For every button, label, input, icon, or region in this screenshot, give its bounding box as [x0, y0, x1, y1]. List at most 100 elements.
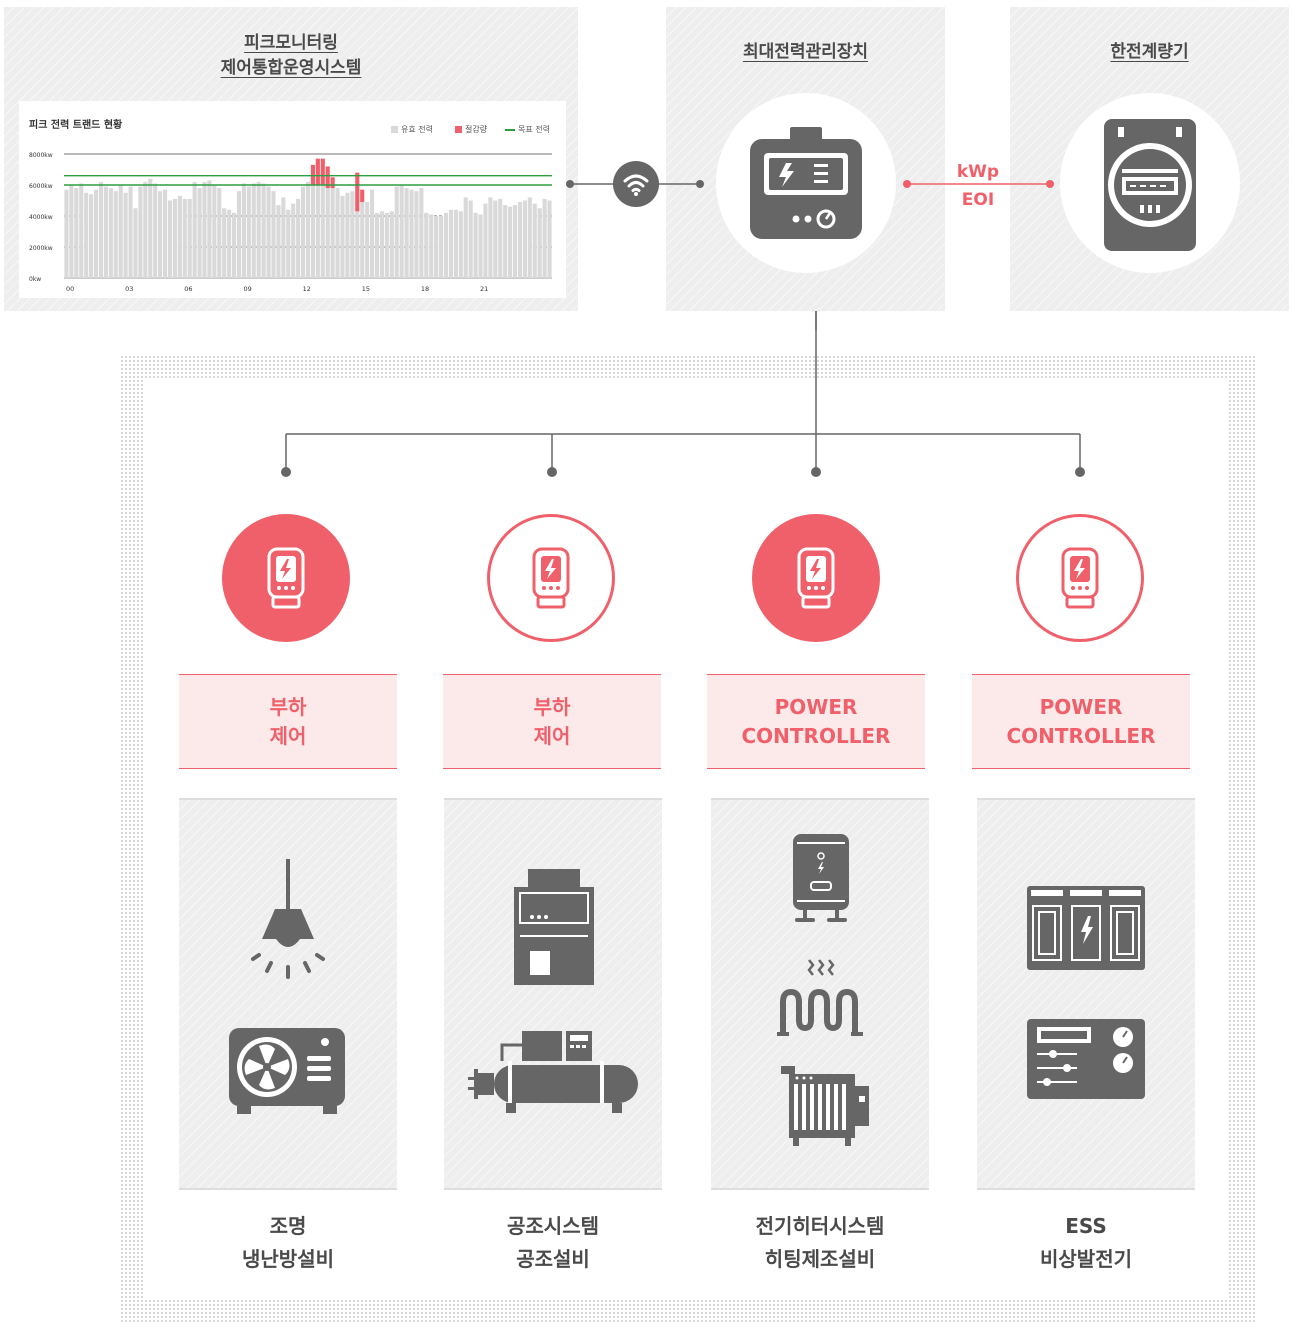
bar: [345, 192, 350, 278]
equipment-panel-4: [977, 798, 1195, 1190]
bar: [443, 212, 449, 278]
smart-plug-icon: [267, 547, 305, 609]
bar: [182, 198, 187, 278]
equipment-caption-3: 전기히터시스템 히팅제조설비: [690, 1210, 950, 1276]
control-label-4-line2: CONTROLLER: [1006, 724, 1156, 748]
bar: [148, 178, 153, 278]
control-label-4-line1: POWER: [1039, 695, 1123, 719]
bar: [315, 180, 320, 278]
bar: [384, 212, 389, 278]
legend-item-active-power: 유효 전력: [391, 124, 433, 135]
bar: [108, 188, 113, 278]
bar: [128, 186, 133, 278]
bar: [93, 189, 99, 278]
bar: [414, 191, 419, 278]
bar: [187, 198, 192, 278]
bar: [118, 185, 123, 278]
bar: [266, 186, 271, 278]
bar: [374, 212, 380, 278]
bar: [281, 197, 286, 278]
bar: [305, 181, 311, 278]
bar: [98, 181, 104, 278]
caption-4-line2: 비상발전기: [1040, 1247, 1132, 1271]
reduction-bar: [310, 164, 315, 185]
bar: [527, 197, 532, 278]
bar: [251, 183, 256, 278]
bar: [153, 183, 158, 278]
x-tick-label: 00: [66, 285, 74, 293]
monitoring-title-line2: 제어통합운영시스템: [220, 58, 362, 78]
bar: [222, 208, 227, 278]
kwp-label: kWp: [956, 162, 1000, 182]
bar: [424, 212, 429, 278]
chart-title: 피크 전력 트랜드 현황: [29, 120, 123, 131]
legend-label-active-power: 유효 전력: [401, 125, 433, 134]
bar: [360, 202, 365, 278]
bar: [202, 181, 207, 278]
smart-plug-icon: [1061, 547, 1099, 609]
control-label-1: 부하 제어: [179, 674, 397, 769]
kwp-eoi-label: kWp EOI: [946, 158, 1010, 214]
equipment-caption-4: ESS 비상발전기: [956, 1210, 1216, 1276]
bar: [537, 208, 542, 278]
bar: [158, 191, 163, 278]
legend-item-reduction: 절감량: [455, 124, 487, 135]
caption-2-line1: 공조시스템: [507, 1214, 599, 1238]
power-controller-circle-4: [1016, 514, 1144, 642]
bar: [177, 195, 182, 278]
caption-1-line2: 냉난방설비: [242, 1247, 334, 1271]
bar: [330, 188, 335, 278]
bar: [463, 197, 468, 278]
bar: [271, 191, 276, 278]
bar: [508, 206, 513, 278]
control-label-2-line2: 제어: [533, 724, 571, 748]
bar: [453, 209, 458, 278]
bar: [310, 178, 315, 278]
air-handling-unit-icon: [514, 869, 594, 985]
x-tick-label: 21: [480, 285, 488, 293]
bar: [429, 214, 434, 278]
meter-circle: [1060, 93, 1240, 273]
bar: [69, 185, 74, 278]
bar: [320, 185, 325, 278]
y-tick-label: 6000kw: [29, 183, 53, 190]
bar: [350, 191, 355, 278]
bar: [404, 188, 409, 278]
bar: [231, 212, 237, 278]
generator-panel-icon: [1027, 1019, 1145, 1099]
bar: [389, 211, 394, 278]
caption-3-line1: 전기히터시스템: [755, 1214, 885, 1238]
bar: [478, 214, 483, 278]
bar: [325, 188, 330, 278]
bar: [493, 200, 498, 278]
chiller-icon: [468, 1031, 638, 1113]
heating-coil-icon: [777, 959, 863, 1036]
bar: [296, 198, 301, 278]
caption-4-line1: ESS: [1065, 1214, 1107, 1238]
controller-circle: [716, 93, 896, 273]
bar: [542, 198, 547, 278]
x-tick-label: 09: [243, 285, 251, 293]
smart-plug-icon: [532, 547, 570, 609]
caption-3-line2: 히팅제조설비: [764, 1247, 876, 1271]
bar: [241, 183, 246, 278]
bar: [79, 183, 84, 278]
monitoring-panel-title: 피크모니터링 제어통합운영시스템: [4, 31, 578, 81]
bar: [74, 188, 79, 278]
bar: [458, 211, 463, 278]
bar: [365, 202, 370, 278]
air-conditioner-outdoor-unit-icon: [229, 1028, 345, 1114]
x-tick-label: 03: [125, 285, 133, 293]
reduction-bar: [330, 177, 335, 189]
bar: [483, 203, 488, 278]
bar: [488, 197, 493, 278]
bar: [419, 188, 424, 278]
legend-label-reduction: 절감량: [465, 125, 488, 134]
bar: [532, 203, 537, 278]
bar: [547, 200, 552, 278]
smart-plug-icon: [797, 547, 835, 609]
control-label-2: 부하 제어: [443, 674, 661, 769]
equipment-panel-1: [179, 798, 397, 1190]
equipment-caption-1: 조명 냉난방설비: [158, 1210, 418, 1276]
bar: [261, 183, 266, 278]
